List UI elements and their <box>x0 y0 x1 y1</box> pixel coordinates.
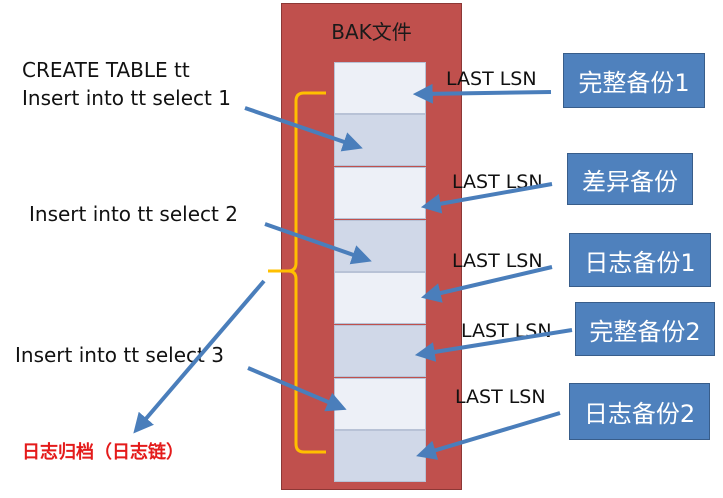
lsn-label-3: LAST LSN <box>452 250 543 272</box>
bak-cell-3 <box>334 167 426 219</box>
arrow-full-1 <box>412 83 552 104</box>
lsn-label-5: LAST LSN <box>455 386 546 408</box>
arrow-log-archive <box>133 279 266 434</box>
arrow-diff <box>420 182 553 214</box>
arrow-insert-3 <box>247 366 347 412</box>
bak-file-title: BAK文件 <box>331 20 412 44</box>
bak-cell-4 <box>334 220 426 272</box>
arrow-log-2 <box>416 411 561 460</box>
backup-full-2: 完整备份2 <box>575 302 715 356</box>
statement-insert-3: Insert into tt select 3 <box>15 343 224 367</box>
bak-cell-1 <box>334 62 426 114</box>
backup-differential: 差异备份 <box>567 153 693 205</box>
arrow-full-2 <box>414 328 573 362</box>
backup-log-1: 日志备份1 <box>569 233 711 287</box>
backup-full-1: 完整备份1 <box>563 53 705 108</box>
log-chain-brace <box>268 91 326 454</box>
bak-cell-6 <box>334 325 426 377</box>
bak-cell-7 <box>334 378 426 430</box>
statement-insert-1: Insert into tt select 1 <box>22 86 231 110</box>
statement-insert-2: Insert into tt select 2 <box>29 202 238 226</box>
statement-create-table: CREATE TABLE tt <box>22 58 190 82</box>
log-archive-label: 日志归档（日志链） <box>22 442 184 463</box>
bak-cell-8 <box>334 430 426 482</box>
bak-cell-5 <box>334 272 426 324</box>
arrow-insert-1 <box>244 106 363 152</box>
arrow-log-1 <box>420 265 553 303</box>
backup-log-2: 日志备份2 <box>569 383 710 440</box>
lsn-label-1: LAST LSN <box>446 68 537 90</box>
lsn-label-2: LAST LSN <box>452 171 543 193</box>
arrow-insert-2 <box>264 222 372 265</box>
